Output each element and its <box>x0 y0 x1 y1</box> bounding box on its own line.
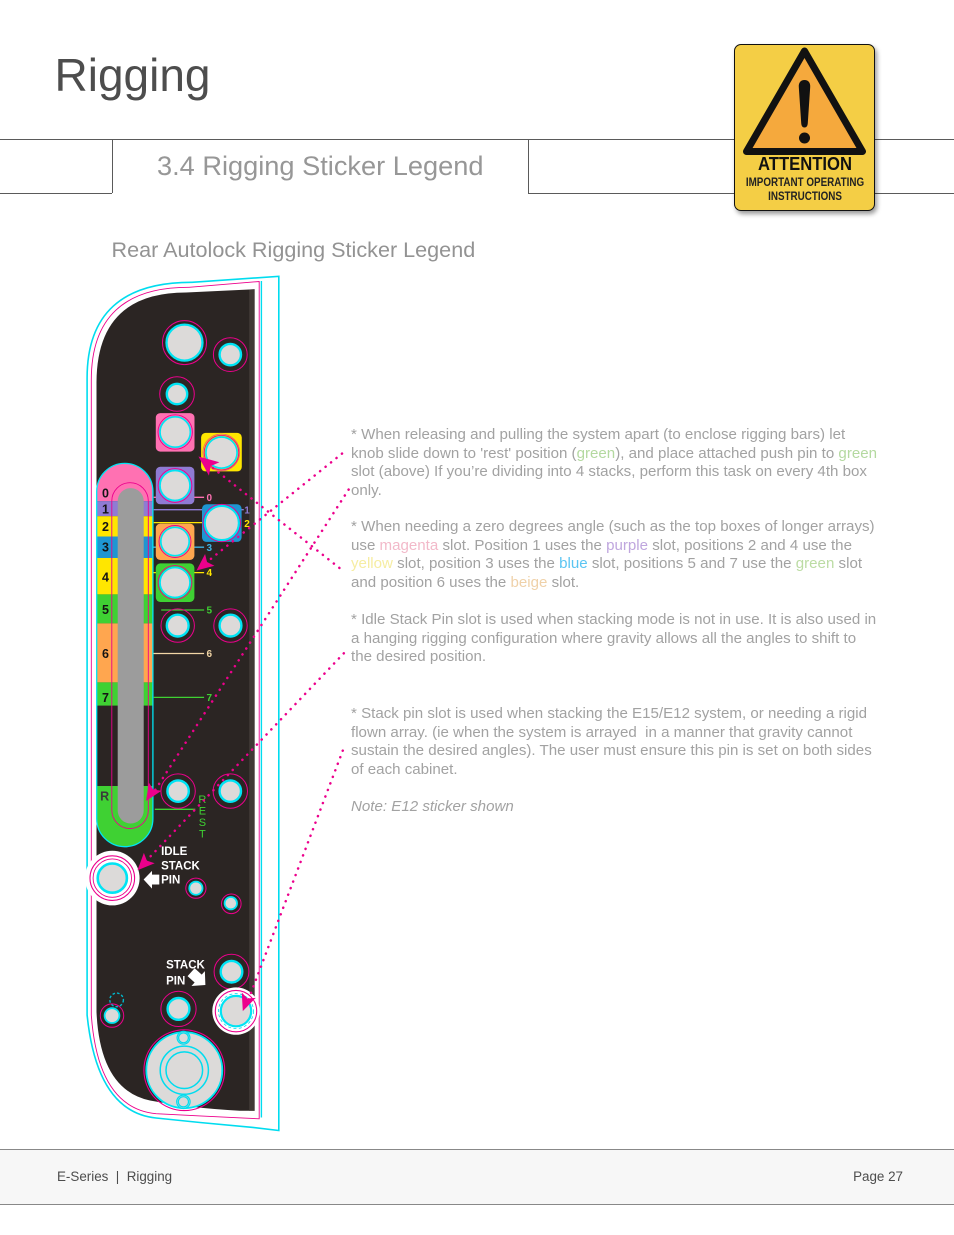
svg-text:6: 6 <box>207 649 213 660</box>
svg-text:4: 4 <box>102 570 109 584</box>
svg-text:T: T <box>199 829 206 841</box>
svg-text:5: 5 <box>207 606 213 617</box>
svg-text:S: S <box>199 817 206 829</box>
svg-text:0: 0 <box>207 493 213 504</box>
svg-text:4: 4 <box>207 568 213 579</box>
svg-text:2: 2 <box>244 519 250 530</box>
svg-text:0: 0 <box>102 486 109 500</box>
svg-text:E: E <box>199 806 206 818</box>
svg-text:6: 6 <box>102 647 109 661</box>
svg-text:7: 7 <box>207 693 213 704</box>
svg-text:3: 3 <box>102 540 109 554</box>
svg-text:STACK: STACK <box>161 861 200 873</box>
svg-text:7: 7 <box>102 691 109 705</box>
svg-text:R: R <box>100 789 109 803</box>
svg-text:1: 1 <box>102 502 109 516</box>
svg-text:5: 5 <box>102 603 109 617</box>
svg-text:R: R <box>198 794 206 806</box>
svg-text:3: 3 <box>207 543 213 554</box>
svg-text:PIN: PIN <box>166 975 185 987</box>
svg-text:STACK: STACK <box>166 960 205 972</box>
svg-text:PIN: PIN <box>161 874 180 886</box>
svg-text:2: 2 <box>102 520 109 534</box>
svg-text:IDLE: IDLE <box>161 846 188 858</box>
svg-text:1: 1 <box>244 505 250 516</box>
